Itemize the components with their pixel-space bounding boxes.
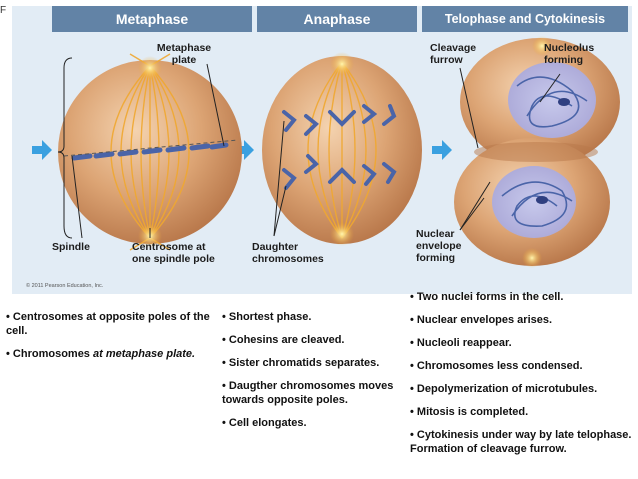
note-telophase-2: • Nuclear envelopes arises. — [410, 314, 553, 326]
note-metaphase-2: • Chromosomes at metaphase plate. — [6, 348, 196, 360]
note-anaphase-5: • Cell elongates. — [222, 417, 307, 429]
note-anaphase-2: • Cohesins are cleaved. — [222, 334, 345, 346]
note-telophase-5: • Depolymerization of microtubules. — [410, 383, 598, 395]
note-anaphase-1: • Shortest phase. — [222, 311, 312, 323]
note-anaphase-4: • Daugther chromosomes moves towards opp… — [222, 380, 394, 406]
metaphase-cell — [58, 53, 242, 251]
note-telophase-6: • Mitosis is completed. — [410, 406, 529, 418]
note-telophase-3: • Nucleoli reappear. — [410, 337, 512, 349]
label-centrosome: Centrosome at one spindle pole — [132, 241, 215, 265]
note-telophase-7: • Cytokinesis under way by late telophas… — [410, 429, 632, 455]
mitosis-figure: Metaphase Anaphase Telophase and Cytokin… — [12, 6, 632, 294]
label-nucleolus-forming: Nucleolus forming — [544, 42, 595, 66]
label-spindle: Spindle — [52, 241, 90, 253]
label-nuclear-envelope-forming: Nuclear envelope forming — [416, 228, 462, 264]
notes-metaphase: • Centrosomes at opposite poles of the c… — [6, 310, 212, 370]
stage-header-anaphase: Anaphase — [257, 6, 417, 32]
note-metaphase-1: • Centrosomes at opposite poles of the c… — [6, 311, 210, 337]
corner-mark: F — [0, 5, 7, 16]
notes-telophase: • Two nuclei forms in the cell. • Nuclea… — [410, 290, 634, 465]
stage-header-telophase: Telophase and Cytokinesis — [422, 6, 628, 32]
mitosis-illustration — [32, 36, 620, 268]
anaphase-cell — [262, 52, 422, 246]
note-telophase-4: • Chromosomes less condensed. — [410, 360, 583, 372]
label-daughter-chromosomes: Daughter chromosomes — [252, 241, 324, 265]
arrow-right-icon — [32, 140, 52, 160]
label-cleavage-furrow: Cleavage furrow — [430, 42, 477, 66]
note-anaphase-3: • Sister chromatids separates. — [222, 357, 380, 369]
notes-anaphase: • Shortest phase. • Cohesins are cleaved… — [222, 310, 402, 439]
arrow-right-icon — [432, 140, 452, 160]
copyright-credit: © 2011 Pearson Education, Inc. — [26, 283, 104, 289]
note-telophase-1: • Two nuclei forms in the cell. — [410, 291, 564, 303]
stage-header-metaphase: Metaphase — [52, 6, 252, 32]
telophase-cells — [454, 36, 620, 268]
arrow-right-icon — [234, 140, 254, 160]
label-metaphase-plate: Metaphase plate — [156, 42, 212, 66]
